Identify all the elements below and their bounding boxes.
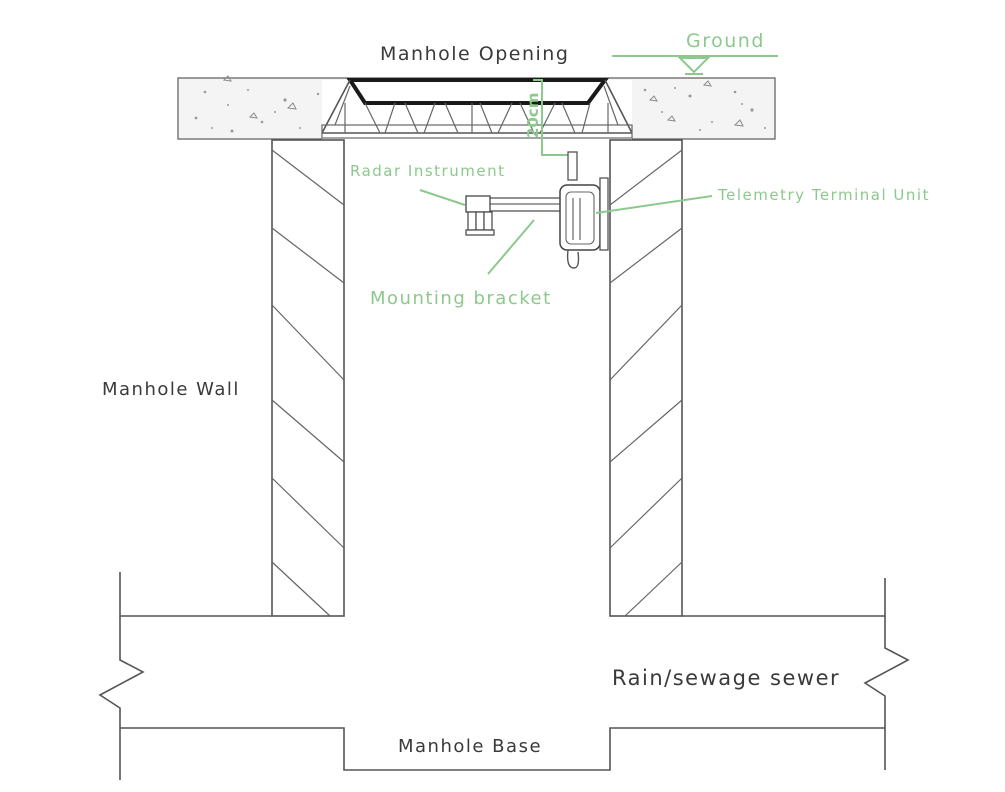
manhole-wall-right bbox=[609, 139, 683, 617]
leader-lines bbox=[419, 189, 713, 275]
sewer-pipe bbox=[98, 572, 910, 780]
manhole-wall-label: Manhole Wall bbox=[102, 379, 240, 400]
depth-marker: 20cm bbox=[524, 79, 568, 156]
manhole-opening-label: Manhole Opening bbox=[380, 43, 569, 65]
ground-label: Ground bbox=[686, 30, 765, 52]
ground-marker bbox=[612, 55, 778, 75]
sewer-label: Rain/sewage sewer bbox=[612, 666, 840, 690]
radar-instrument-label: Radar Instrument bbox=[350, 162, 505, 180]
telemetry-terminal-unit-label: Telemetry Terminal Unit bbox=[717, 186, 930, 204]
manhole-cover-frame bbox=[321, 78, 633, 140]
telemetry-terminal-unit bbox=[559, 177, 609, 269]
radar-instrument bbox=[465, 195, 495, 236]
manhole-wall-left bbox=[271, 139, 345, 617]
mounting-bracket-label: Mounting bracket bbox=[370, 288, 552, 309]
depth-marker-label: 20cm bbox=[524, 93, 542, 138]
manhole-base-label: Manhole Base bbox=[398, 736, 542, 757]
